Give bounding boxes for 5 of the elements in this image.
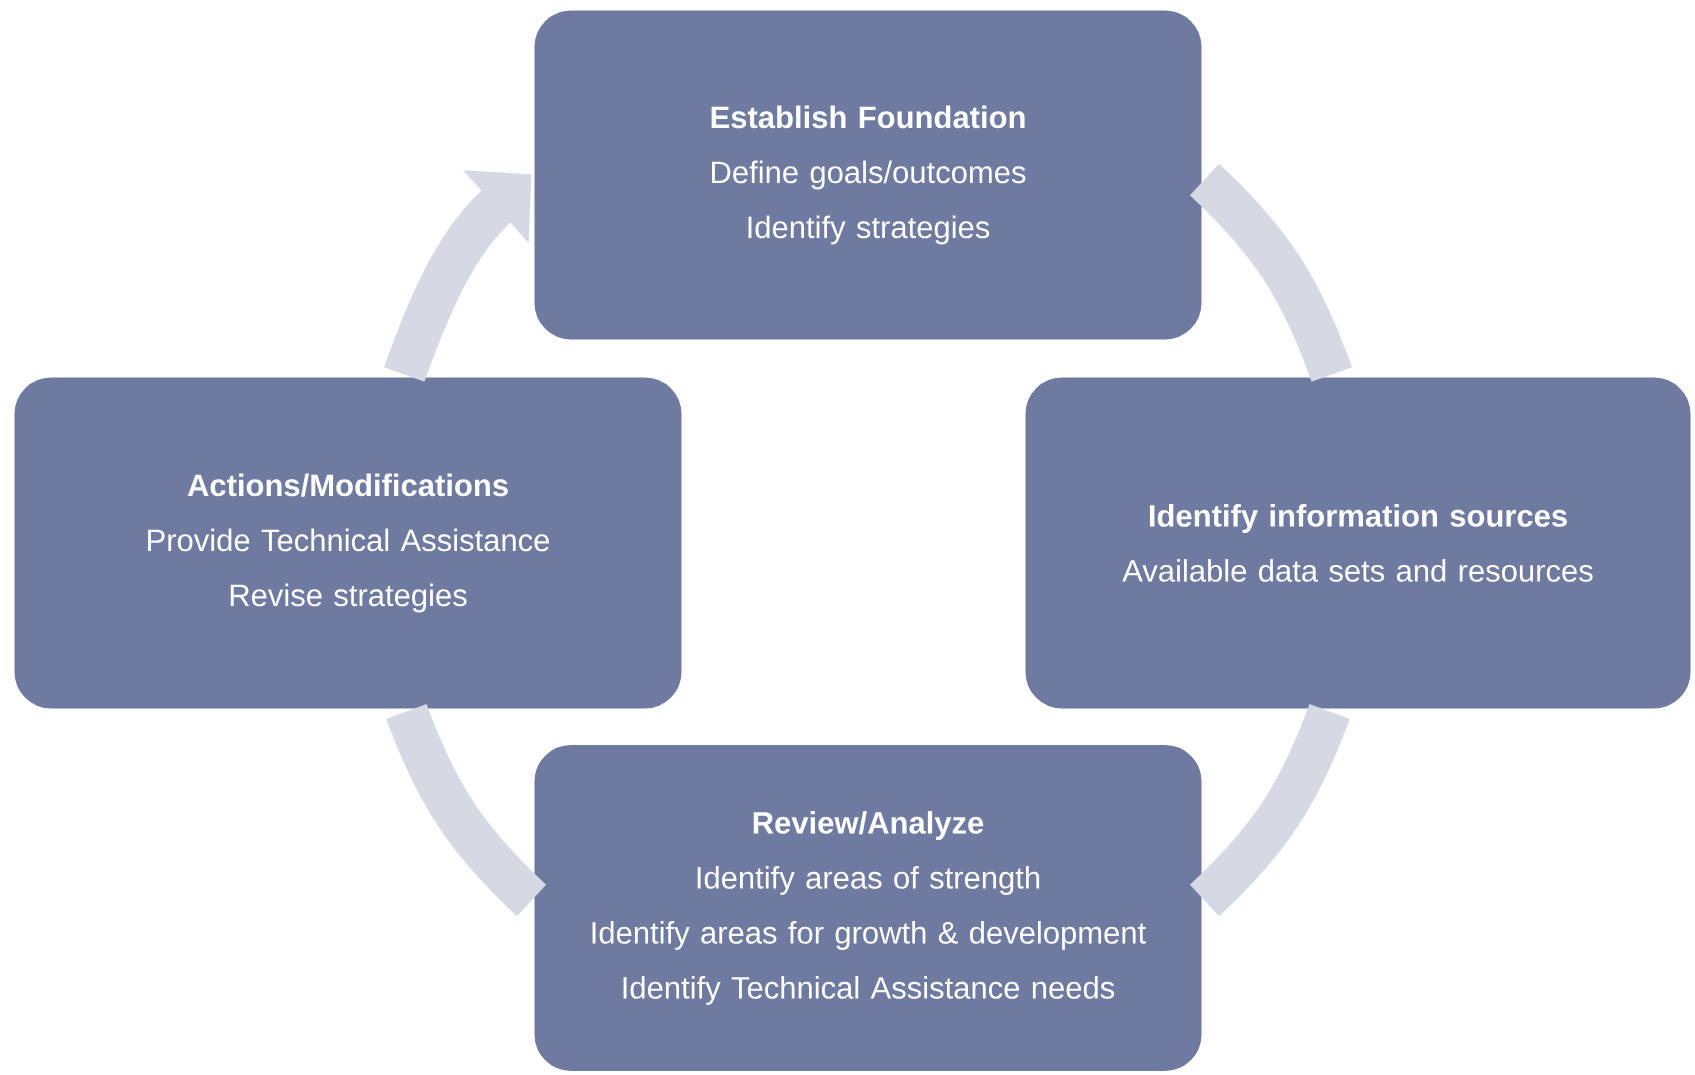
process-box: Establish Foundation Define goals/outcomes Identify strategies	[531, 7, 1205, 343]
cycle-arrow	[384, 170, 532, 382]
process-box: Actions/Modifications Provide Technical Assistance Revise strategies	[11, 374, 685, 712]
process-box: Identify information sources Available data sets and resources	[1022, 374, 1694, 712]
process-box: Review/Analyze Identify areas of strength Identify areas for growth & development Identify Technical Assistance needs	[531, 742, 1205, 1074]
